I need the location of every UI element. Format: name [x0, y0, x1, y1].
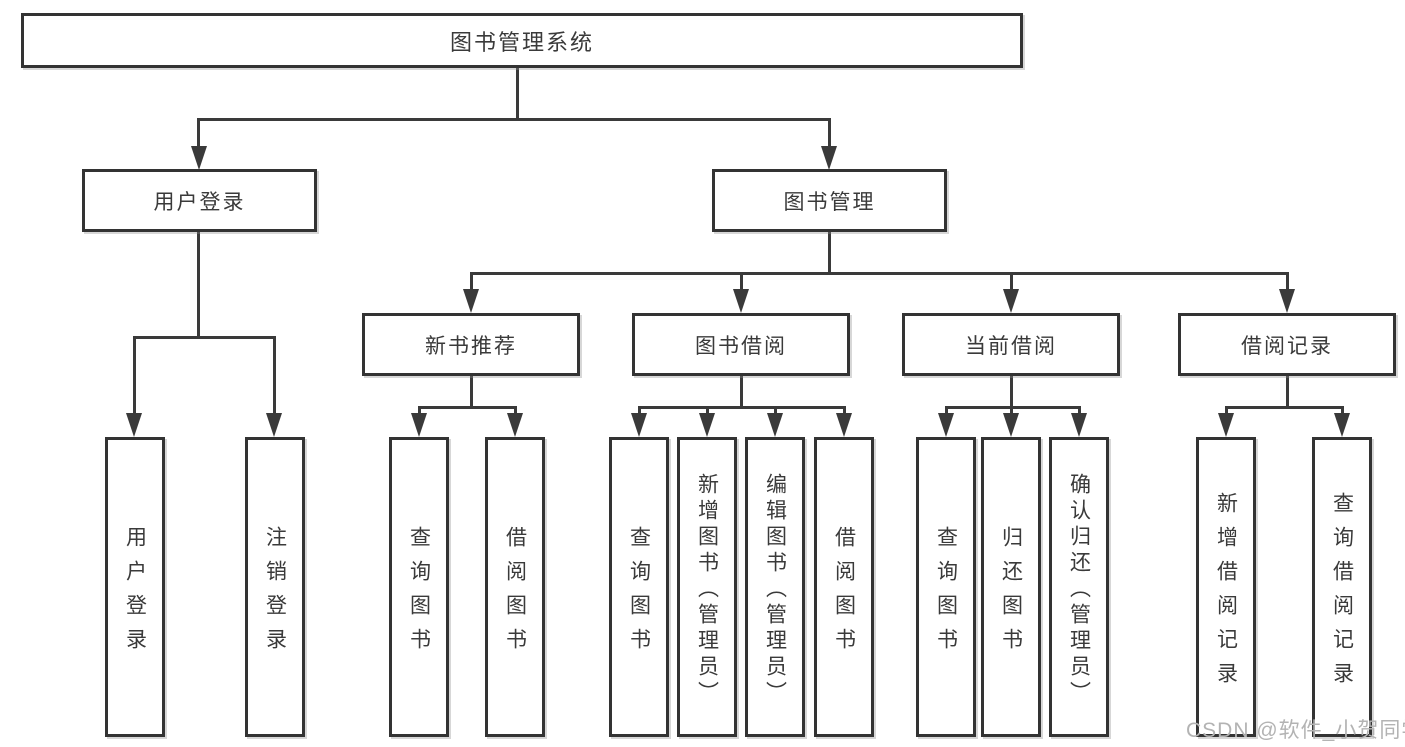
arrowhead-icon [266, 413, 282, 437]
node-label: 新增借阅记录 [1214, 491, 1238, 696]
node-label: 编辑图书（管理员） [763, 472, 787, 707]
arrowhead-icon [1003, 289, 1019, 313]
connector-line [828, 118, 831, 148]
node-label: 归还图书 [999, 525, 1023, 662]
node-label: 借阅图书 [503, 525, 527, 662]
node-label: 查询图书 [407, 525, 431, 662]
node-label: 图书管理系统 [449, 29, 594, 55]
connector-line [638, 406, 846, 409]
connector-line [133, 336, 276, 339]
leaf-user-login: 用户登录 [105, 437, 165, 737]
arrowhead-icon [1071, 413, 1087, 437]
node-user-login: 用户登录 [82, 169, 317, 232]
node-label: 用户登录 [123, 525, 147, 662]
leaf-add-books-admin: 新增图书（管理员） [677, 437, 737, 737]
connector-line [1010, 272, 1013, 294]
node-label: 图书借阅 [695, 334, 787, 358]
node-label: 查询图书 [934, 525, 958, 662]
leaf-query-books-borrow: 查询图书 [609, 437, 669, 737]
node-label: 查询图书 [627, 525, 651, 662]
node-label: 图书管理 [783, 190, 876, 214]
arrowhead-icon [699, 413, 715, 437]
connector-line [516, 68, 519, 120]
arrowhead-icon [507, 413, 523, 437]
connector-line [470, 272, 1289, 275]
leaf-edit-books-admin: 编辑图书（管理员） [745, 437, 805, 737]
arrowhead-icon [1279, 289, 1295, 313]
connector-line [470, 272, 473, 294]
connector-line [740, 376, 743, 408]
arrowhead-icon [1003, 413, 1019, 437]
connector-line [1286, 272, 1289, 294]
leaf-query-books-recommend: 查询图书 [389, 437, 449, 737]
node-label: 注销登录 [263, 525, 287, 662]
leaf-return-books: 归还图书 [981, 437, 1041, 737]
leaf-query-borrow-record: 查询借阅记录 [1312, 437, 1372, 737]
connector-line [945, 406, 1081, 409]
leaf-add-borrow-record: 新增借阅记录 [1196, 437, 1256, 737]
leaf-query-books-current: 查询图书 [916, 437, 976, 737]
arrowhead-icon [821, 146, 837, 170]
arrowhead-icon [1218, 413, 1234, 437]
node-label: 新书推荐 [425, 334, 517, 358]
connector-line [197, 231, 200, 338]
node-book-management: 图书管理 [712, 169, 947, 232]
node-borrow-records: 借阅记录 [1178, 313, 1396, 376]
connector-line [1286, 376, 1289, 408]
node-label: 确认归还（管理员） [1067, 472, 1091, 707]
connector-line [197, 118, 831, 121]
connector-line [133, 336, 136, 418]
node-label: 新增图书（管理员） [695, 472, 719, 707]
leaf-borrow-books-recommend: 借阅图书 [485, 437, 545, 737]
node-new-book-recommend: 新书推荐 [362, 313, 580, 376]
arrowhead-icon [463, 289, 479, 313]
connector-line [1225, 406, 1344, 409]
leaf-borrow-books: 借阅图书 [814, 437, 874, 737]
arrowhead-icon [836, 413, 852, 437]
connector-line [828, 231, 831, 275]
node-label: 当前借阅 [965, 334, 1057, 358]
leaf-logout: 注销登录 [245, 437, 305, 737]
connector-line [740, 272, 743, 294]
arrowhead-icon [631, 413, 647, 437]
node-library-system: 图书管理系统 [21, 13, 1023, 68]
connector-line [1010, 376, 1013, 408]
leaf-confirm-return-admin: 确认归还（管理员） [1049, 437, 1109, 737]
node-label: 查询借阅记录 [1330, 491, 1354, 696]
arrowhead-icon [938, 413, 954, 437]
arrowhead-icon [1334, 413, 1350, 437]
node-label: 借阅记录 [1241, 334, 1333, 358]
node-current-borrow: 当前借阅 [902, 313, 1120, 376]
node-book-borrow: 图书借阅 [632, 313, 850, 376]
arrowhead-icon [191, 146, 207, 170]
connector-line [273, 336, 276, 418]
csdn-watermark: CSDN @软件_小贺同学 [1186, 719, 1405, 742]
connector-line [470, 376, 473, 408]
arrowhead-icon [411, 413, 427, 437]
connector-line [418, 406, 517, 409]
node-label: 借阅图书 [832, 525, 856, 662]
connector-line [197, 118, 200, 148]
arrowhead-icon [767, 413, 783, 437]
arrowhead-icon [733, 289, 749, 313]
node-label: 用户登录 [153, 190, 246, 214]
arrowhead-icon [126, 413, 142, 437]
